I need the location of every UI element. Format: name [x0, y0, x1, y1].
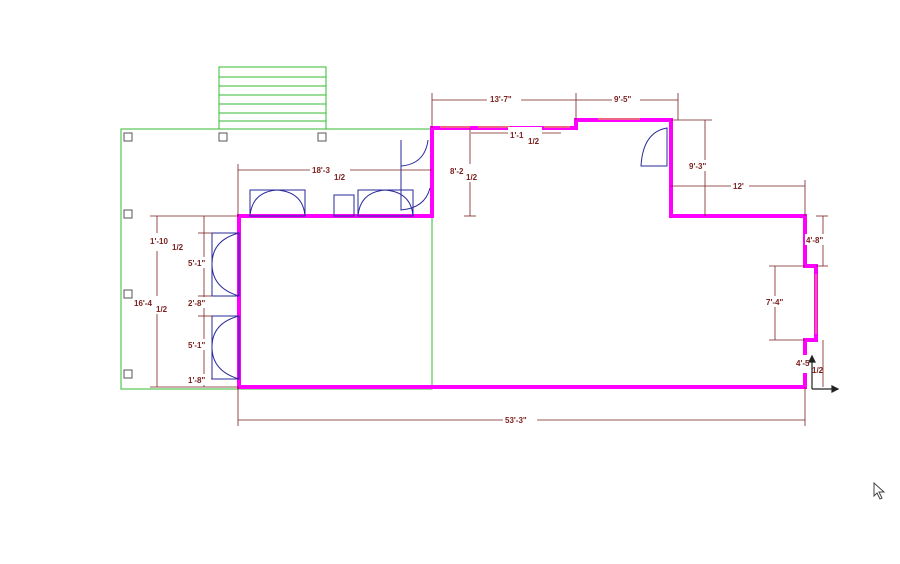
dim-left-bottom: 1'-8"	[188, 376, 205, 385]
dim-left-top: 1'-10	[150, 237, 168, 246]
dim-left-overall: 16'-4	[134, 299, 152, 308]
dim-left-top-frac: 1/2	[172, 243, 184, 252]
doors	[211, 127, 668, 380]
dim-lower-right-frac: 1/2	[812, 366, 824, 375]
windows	[440, 118, 817, 334]
dim-left-overall-frac: 1/2	[156, 305, 168, 314]
dimension-lines	[150, 93, 828, 426]
ucs-axis-icon	[808, 354, 840, 393]
deck-posts	[123, 132, 327, 379]
dim-window-segment: 1'-1	[510, 131, 524, 140]
exterior-walls	[237, 118, 818, 389]
dim-top-left-run: 13'-7"	[490, 95, 512, 104]
dim-entry-depth: 8'-2	[450, 167, 464, 176]
dim-door-lower: 5'-1"	[188, 341, 205, 350]
dim-lower-right: 4'-5	[796, 359, 810, 368]
dim-top-right-run: 9'-5"	[614, 95, 631, 104]
dim-between-doors: 2'-8"	[188, 299, 205, 308]
dim-overall-width: 53'-3"	[505, 416, 527, 425]
dim-entry-width: 18'-3	[312, 166, 330, 175]
dim-right-wing: 12'	[733, 182, 744, 191]
dim-entry-depth-frac: 1/2	[466, 173, 478, 182]
dim-window-segment-frac: 1/2	[528, 137, 540, 146]
dim-upper-right: 4'-8"	[806, 236, 823, 245]
arrow-cursor-icon	[873, 482, 886, 500]
deck-outline	[120, 66, 433, 390]
dim-notch-depth: 9'-3"	[689, 162, 706, 171]
dim-bay-height: 7'-4"	[766, 298, 783, 307]
dim-entry-width-frac: 1/2	[334, 173, 346, 182]
dim-door-upper: 5'-1"	[188, 259, 205, 268]
